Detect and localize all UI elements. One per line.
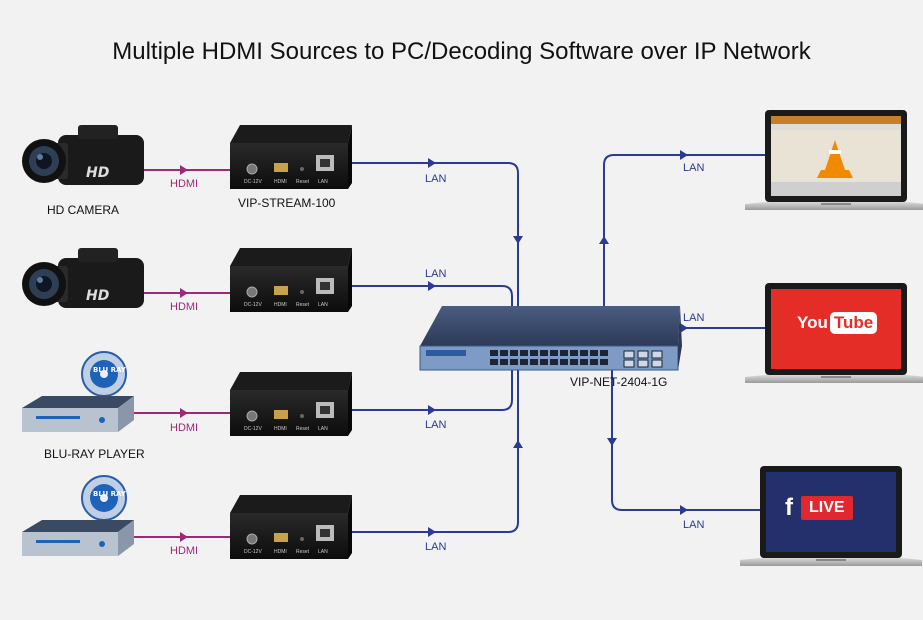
svg-text:DC-12V: DC-12V	[244, 549, 262, 555]
svg-text:Reset: Reset	[296, 302, 310, 308]
network-switch	[419, 306, 682, 371]
blu-ray-player-icon-2: BLU RAY	[22, 475, 134, 556]
svg-text:LAN: LAN	[318, 549, 328, 555]
svg-text:LAN: LAN	[318, 179, 328, 185]
blu-ray-player-icon: BLU RAY	[22, 351, 134, 432]
lan-label-vlc: LAN	[683, 162, 705, 174]
laptop-vlc	[745, 110, 923, 210]
svg-text:DC-12V: DC-12V	[244, 302, 262, 308]
source-label-blu-ray-player: BLU-RAY PLAYER	[44, 447, 145, 461]
hdmi-label-1: HDMI	[170, 178, 199, 190]
encoder-box-3: DC-12V HDMI Reset LAN	[230, 372, 352, 436]
encoder-box-1: DC-12V HDMI Reset LAN	[230, 125, 352, 189]
hd-camera-icon: HD	[22, 125, 144, 185]
facebook-f-icon: f	[785, 494, 793, 521]
lan-link-laptop-vlc	[603, 154, 765, 352]
svg-text:LAN: LAN	[318, 302, 328, 308]
hdmi-arrows	[180, 165, 188, 542]
svg-text:LAN: LAN	[318, 426, 328, 432]
hdmi-arrow-2	[180, 288, 188, 298]
encoder-name-label: VIP-STREAM-100	[238, 196, 336, 210]
svg-text:DC-12V: DC-12V	[244, 179, 262, 185]
youtube-logo: You Tube	[797, 309, 878, 337]
svg-text:Reset: Reset	[296, 426, 310, 432]
svg-text:BLU RAY: BLU RAY	[93, 490, 127, 498]
lan-label-youtube: LAN	[683, 312, 705, 324]
lan-arrows	[428, 150, 688, 537]
youtube-logo-tube: Tube	[829, 312, 878, 334]
svg-text:DC-12V: DC-12V	[244, 426, 262, 432]
lan-label-encoder-3: LAN	[425, 419, 447, 431]
svg-text:Reset: Reset	[296, 549, 310, 555]
youtube-logo-you: You	[797, 313, 828, 332]
lan-link-encoder-4	[338, 368, 519, 533]
svg-text:BLU RAY: BLU RAY	[93, 366, 127, 374]
svg-text:HDMI: HDMI	[274, 549, 287, 555]
hdmi-arrow-3	[180, 408, 188, 418]
svg-text:HD: HD	[86, 288, 109, 304]
lan-label-encoder-4: LAN	[425, 541, 447, 553]
hdmi-label-2: HDMI	[170, 301, 199, 313]
lan-label-encoder-1: LAN	[425, 173, 447, 185]
hdmi-links	[122, 169, 232, 538]
encoder-box-2: DC-12V HDMI Reset LAN	[230, 248, 352, 312]
svg-text:HDMI: HDMI	[274, 302, 287, 308]
facebook-live-logo: f LIVE	[785, 494, 853, 522]
hd-camera-icon-2: HD	[22, 248, 144, 308]
source-label-hd-camera: HD CAMERA	[47, 203, 120, 217]
switch-name-label: VIP-NET-2404-1G	[570, 375, 668, 389]
svg-text:HDMI: HDMI	[274, 179, 287, 185]
lan-link-encoder-2	[338, 285, 513, 352]
svg-text:HDMI: HDMI	[274, 426, 287, 432]
hdmi-label-4: HDMI	[170, 545, 199, 557]
encoder-box-4: DC-12V HDMI Reset LAN	[230, 495, 352, 559]
lan-link-encoder-3	[338, 368, 513, 411]
lan-link-encoder-1	[338, 162, 519, 352]
diagram-title: Multiple HDMI Sources to PC/Decoding Sof…	[112, 38, 811, 65]
hdmi-arrow-4	[180, 532, 188, 542]
svg-text:HD: HD	[86, 165, 109, 181]
hdmi-label-3: HDMI	[170, 422, 199, 434]
lan-label-encoder-2: LAN	[425, 268, 447, 280]
live-badge: LIVE	[801, 496, 853, 520]
lan-label-facebook: LAN	[683, 519, 705, 531]
hdmi-arrow-1	[180, 165, 188, 175]
lan-link-laptop-facebook	[611, 368, 760, 511]
svg-text:Reset: Reset	[296, 179, 310, 185]
